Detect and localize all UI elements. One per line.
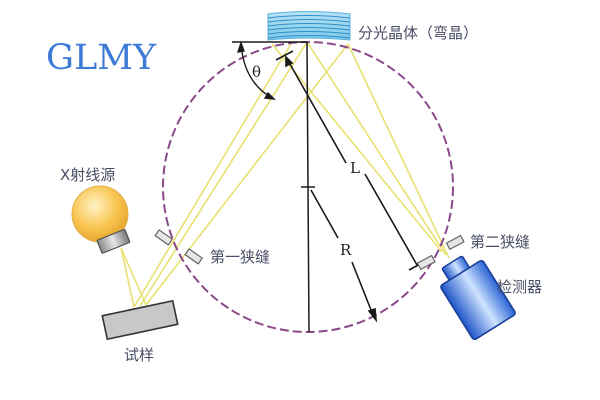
- dimension-R: [310, 189, 378, 323]
- crystal-label: 分光晶体（弯晶）: [358, 24, 479, 42]
- detector: [440, 255, 516, 341]
- L-symbol: L: [350, 159, 360, 177]
- xray-beams: [120, 41, 450, 308]
- sample-label: 试样: [124, 346, 155, 364]
- analyzing-crystal: [267, 11, 351, 41]
- theta-angle-arc: [236, 40, 276, 100]
- R-symbol: R: [340, 241, 352, 259]
- first-slit: [154, 229, 204, 265]
- glmy-watermark: GLMY: [46, 38, 157, 78]
- detector-label: 检测器: [497, 278, 543, 296]
- second-slit-label: 第二狭缝: [470, 233, 531, 251]
- theta-symbol: θ: [252, 63, 262, 81]
- xray-source-bulb: [71, 185, 131, 254]
- first-slit-label: 第一狭缝: [210, 248, 271, 266]
- rowland-circle: [162, 41, 454, 333]
- second-slit: [416, 234, 465, 271]
- xray-source-label: X射线源: [60, 166, 116, 184]
- sample-block: [101, 299, 179, 341]
